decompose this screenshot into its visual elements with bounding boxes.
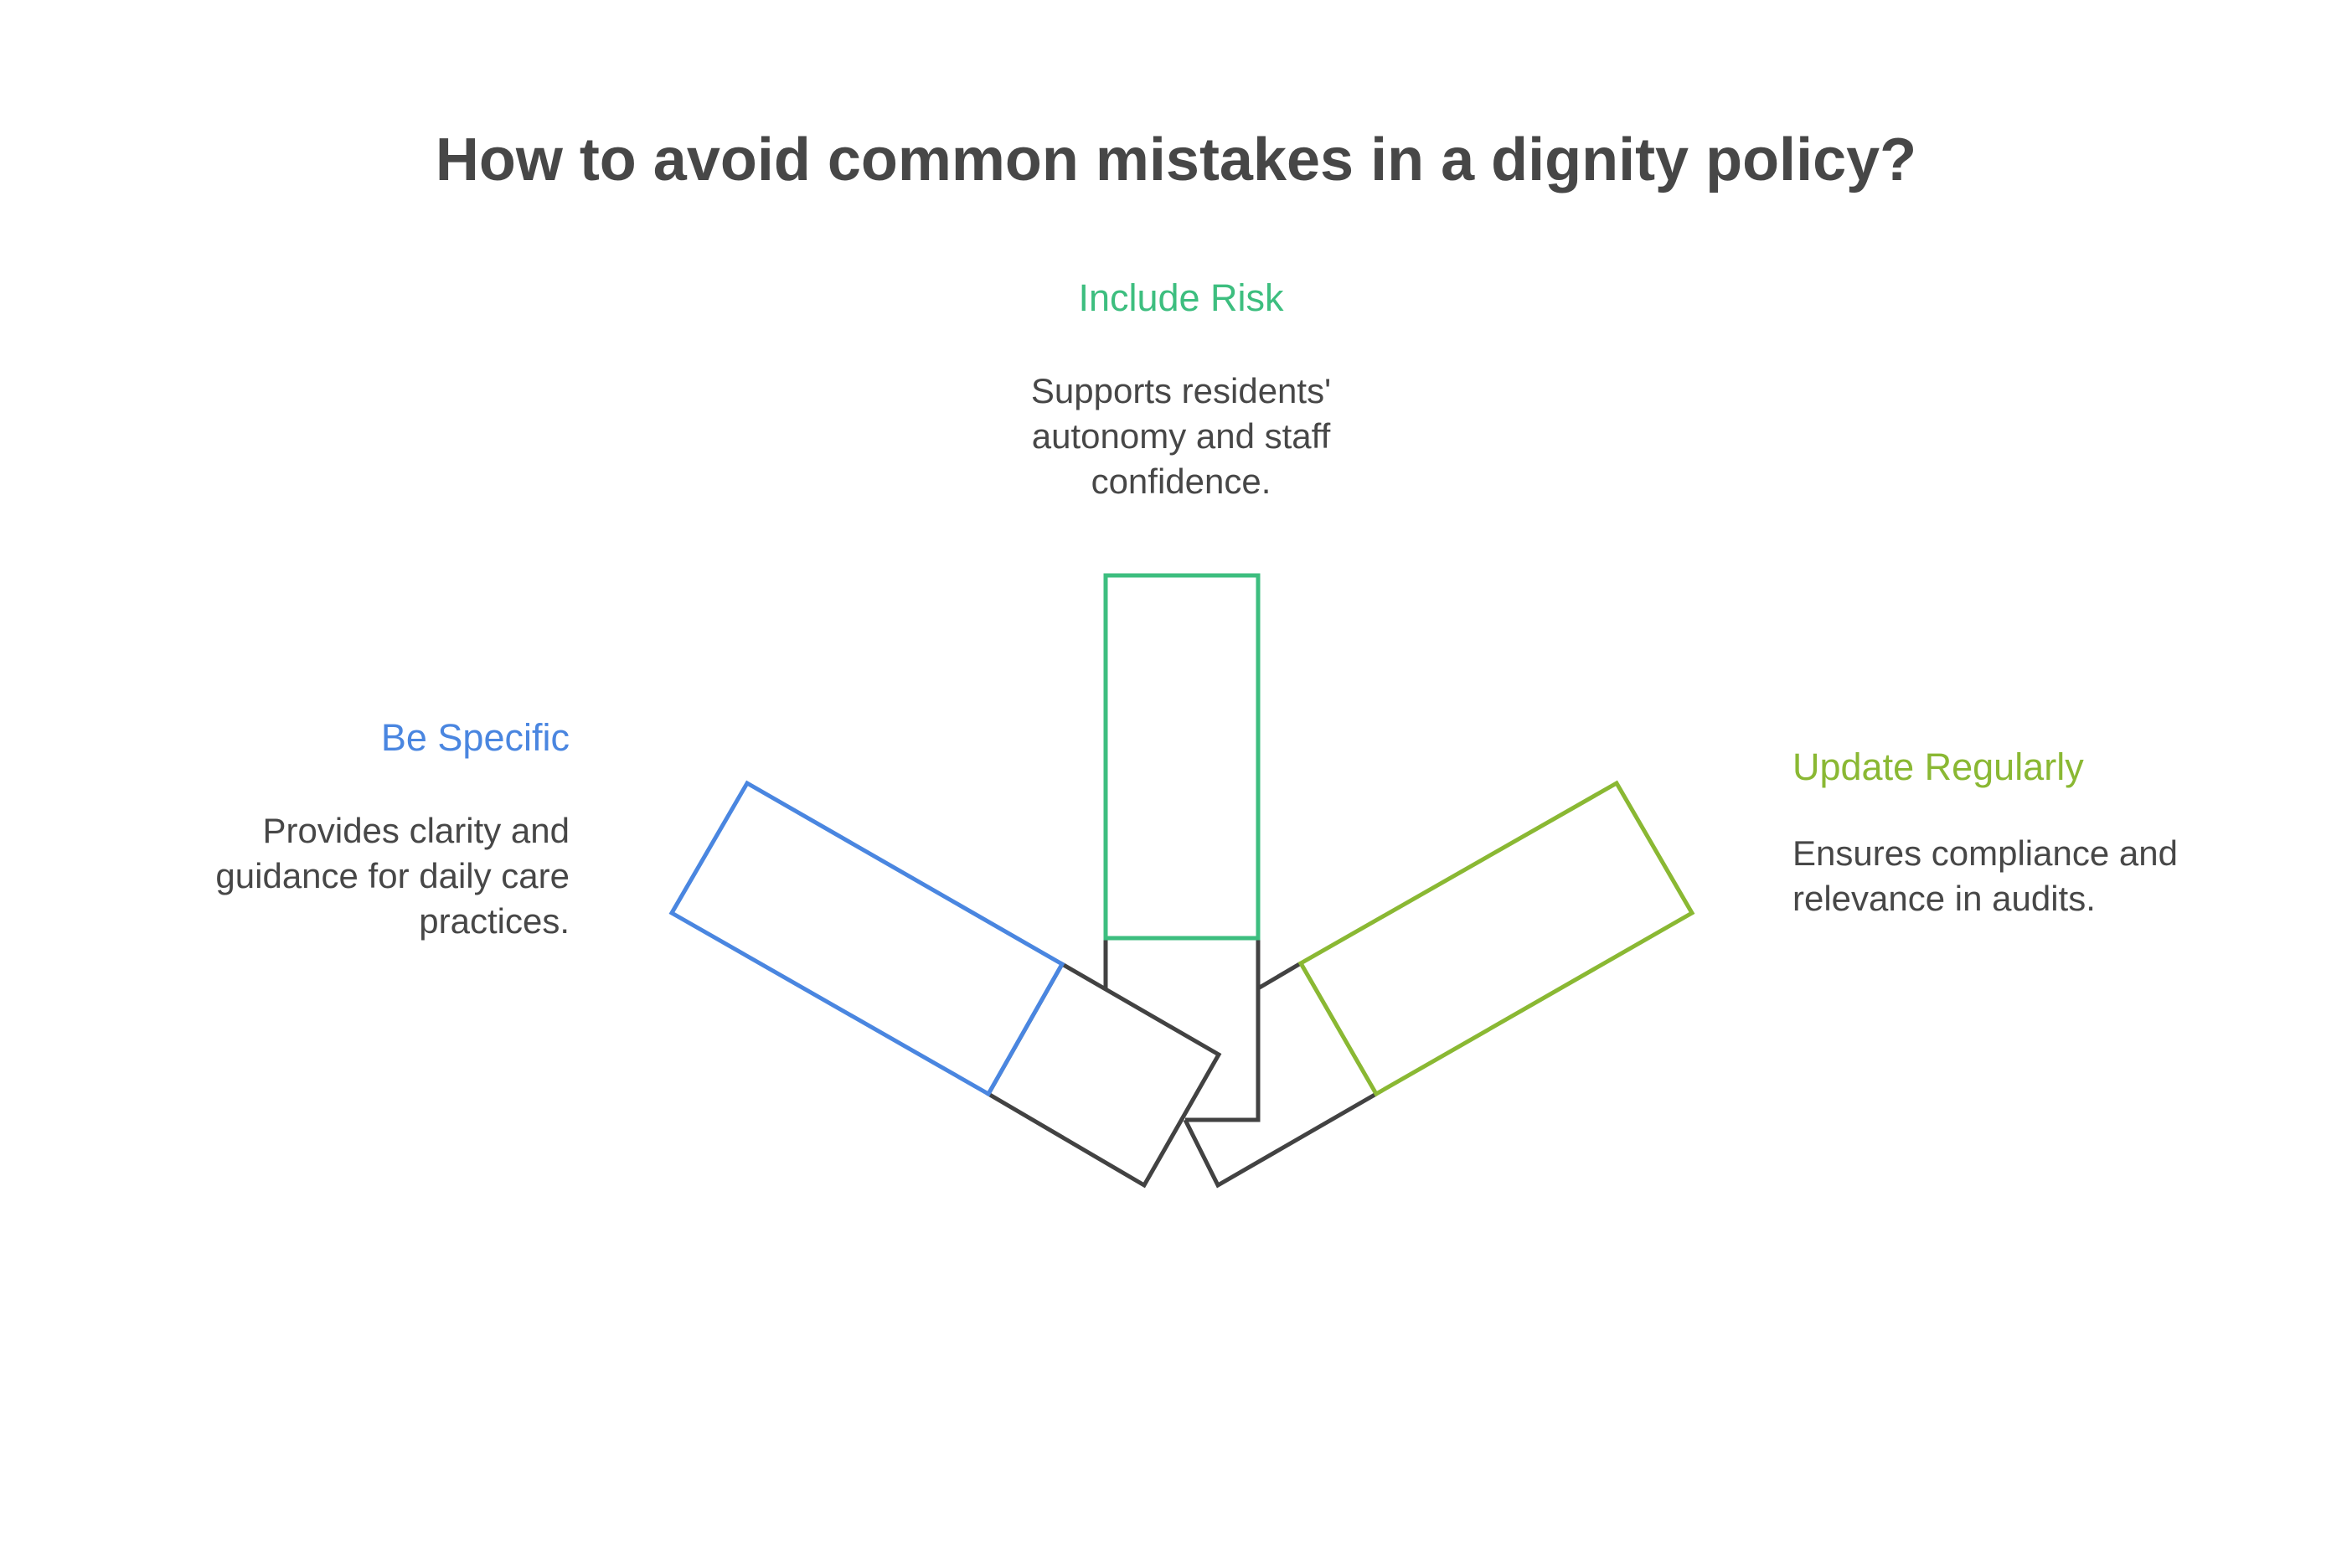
include-risk-heading: Include Risk [1078, 276, 1284, 319]
be-specific-description: Provides clarity and guidance for daily … [215, 811, 570, 941]
be-specific-bar [668, 780, 1065, 1097]
update-regularly-bar-base [1183, 961, 1378, 1189]
be-specific-heading: Be Specific [380, 716, 570, 759]
update-regularly-description: Ensures compliance and relevance in audi… [1792, 833, 2178, 918]
include-risk-description: Supports residents' autonomy and staff c… [1030, 371, 1332, 501]
diagram-title: How to avoid common mistakes in a dignit… [435, 126, 1917, 193]
update-regularly-heading: Update Regularly [1792, 745, 2084, 788]
include-risk-bar [1103, 573, 1261, 941]
update-regularly-bar [1297, 780, 1695, 1097]
